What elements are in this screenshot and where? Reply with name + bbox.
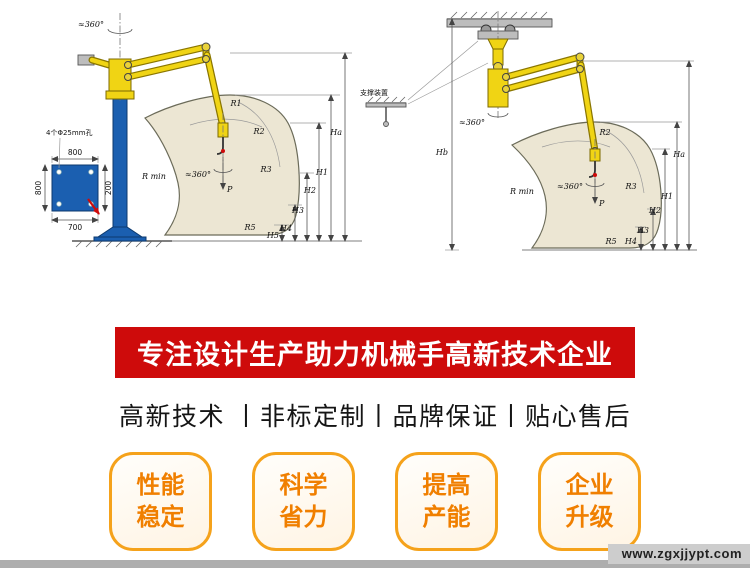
point-p-label: P	[598, 199, 605, 208]
point-p-label: P	[226, 185, 233, 194]
overhead-rail	[446, 11, 553, 40]
manipulator-arm	[487, 11, 605, 204]
support-note: 支撑装置	[360, 88, 388, 97]
hb-label: Hb	[435, 148, 448, 157]
h2-label: H2	[648, 206, 661, 215]
r5-label: R5	[243, 223, 255, 232]
red-pointer	[87, 198, 100, 215]
feature-line: 稳定	[136, 504, 185, 531]
h3-label: H3	[291, 206, 304, 215]
feature-card-effort-saving: 科学 省力	[252, 452, 355, 551]
dimension-lines	[230, 52, 352, 242]
h5-label: H5	[266, 231, 279, 240]
feature-card-performance-stability: 性能 稳定	[109, 452, 212, 551]
diagram-column-manipulator: ≈360° ≈360° P 4个Φ25mm孔 800 700 800 200 R…	[34, 13, 362, 248]
feature-card-enterprise-upgrade: 企业 升级	[538, 452, 641, 551]
rotation-label-wrist: ≈360°	[185, 170, 211, 179]
support-column	[93, 98, 147, 242]
r-min-label: R min	[509, 187, 534, 196]
feature-line: 产能	[422, 504, 471, 531]
h4-label: H4	[279, 224, 292, 233]
dimension-lines	[445, 18, 697, 251]
r2-label: R2	[598, 128, 610, 137]
holes-note: 4个Φ25mm孔	[46, 129, 93, 137]
feature-line: 性能	[136, 472, 185, 499]
h3-label: H3	[636, 226, 649, 235]
r2-label: R2	[252, 127, 264, 136]
manipulator-arm	[77, 13, 233, 190]
feature-line: 升级	[565, 504, 614, 531]
base-dim-top: 800	[68, 148, 83, 157]
feature-line: 企业	[565, 472, 614, 499]
ha-label: Ha	[672, 150, 685, 159]
selling-points-line: 高新技术 丨非标定制丨品牌保证丨贴心售后	[119, 403, 631, 431]
h4-label: H4	[624, 237, 637, 246]
feature-card-capacity-increase: 提高 产能	[395, 452, 498, 551]
feature-line: 省力	[279, 504, 328, 531]
h1-label: H1	[660, 192, 673, 201]
r1-label: R1	[229, 99, 241, 108]
rotation-label-top: ≈360°	[78, 20, 104, 29]
ground	[72, 240, 362, 248]
base-plate-detail	[42, 137, 108, 223]
bottom-gray-bar	[0, 560, 750, 568]
feature-line: 科学	[279, 472, 328, 499]
h1-label: H1	[315, 168, 328, 177]
base-dim-left: 800	[34, 181, 43, 196]
headline-banner: 专注设计生产助力机械手高新技术企业	[115, 327, 635, 378]
r5-label: R5	[604, 237, 616, 246]
h2-label: H2	[303, 186, 316, 195]
diagram-rail-manipulator: 支撑装置 ≈360° ≈360° P R min R2 R3 R5 Hb Ha …	[360, 11, 697, 251]
work-envelope	[510, 121, 662, 249]
r-min-label: R min	[141, 172, 166, 181]
support-bracket-detail	[365, 40, 489, 127]
rotation-label-hanger: ≈360°	[459, 118, 485, 127]
rotation-label-wrist: ≈360°	[557, 182, 583, 191]
watermark: www.zgxjjypt.com	[607, 544, 750, 564]
r3-label: R3	[259, 165, 271, 174]
base-dim-right: 200	[104, 181, 113, 196]
feature-line: 提高	[422, 472, 471, 499]
feature-cards: 性能 稳定 科学 省力 提高 产能 企业 升级	[109, 452, 641, 551]
r3-label: R3	[624, 182, 636, 191]
ha-label: Ha	[329, 128, 342, 137]
base-dim-bottom: 700	[68, 223, 83, 232]
